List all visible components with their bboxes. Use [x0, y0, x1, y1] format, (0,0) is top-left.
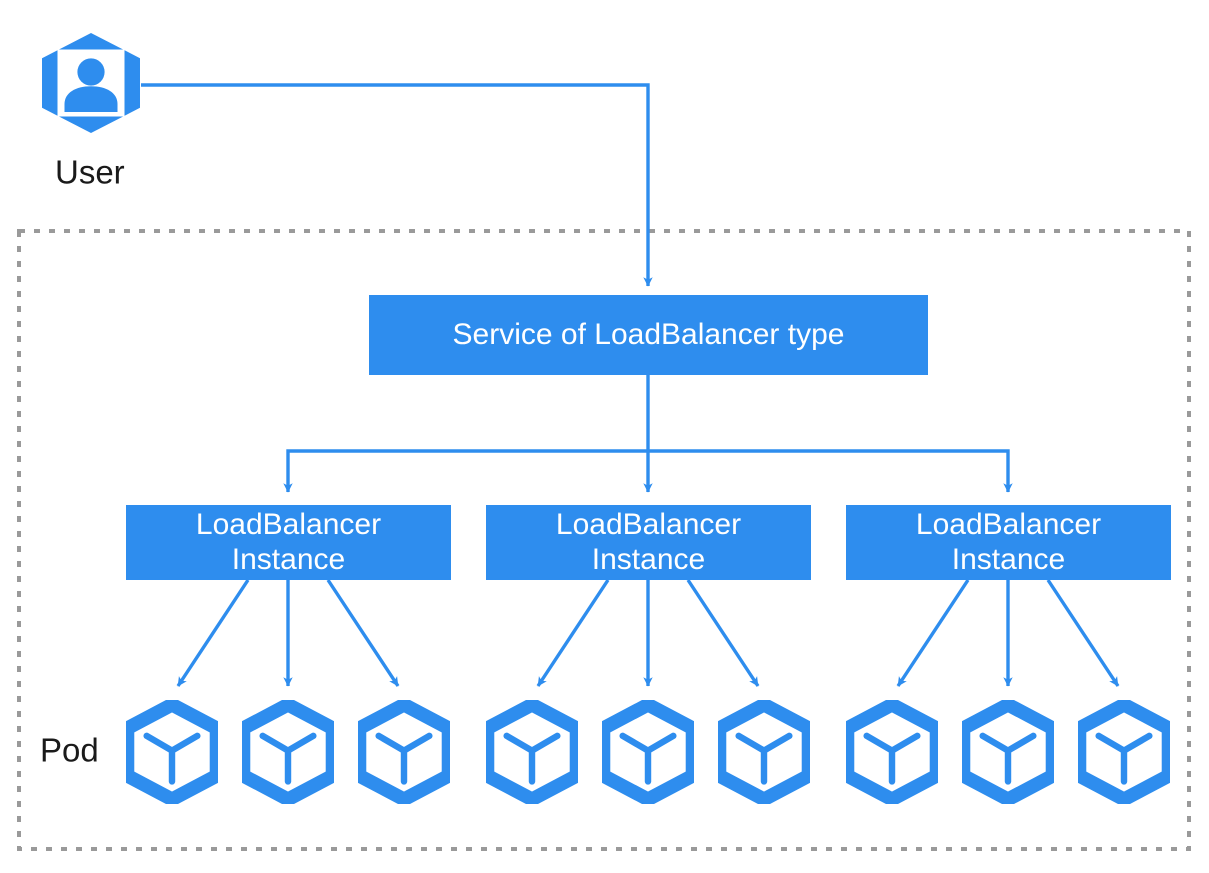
pod-icon-3[interactable] [359, 705, 448, 800]
connector-service-to-lb-3 [648, 449, 1013, 493]
connector-lb2-to-pod6 [686, 579, 760, 687]
loadbalancer-label-1-line1: LoadBalancer [196, 508, 381, 541]
connector-lb3-to-pod9 [1046, 579, 1120, 687]
loadbalancer-label-2-line1: LoadBalancer [556, 508, 741, 541]
connector-service-to-lb-1 [283, 449, 648, 493]
pod-row-label: Pod [40, 732, 99, 769]
connector-lb1-to-pod1 [176, 579, 250, 687]
pod-icon-4[interactable] [487, 705, 576, 800]
loadbalancer-label-1-line2: Instance [232, 543, 345, 576]
service-box [369, 295, 928, 375]
pod-icon-5[interactable] [603, 705, 692, 800]
service-node[interactable]: Service of LoadBalancer type [369, 295, 928, 375]
loadbalancer-node-2[interactable]: LoadBalancer Instance [486, 505, 811, 580]
connector-lb1-to-pod3 [326, 579, 400, 687]
connector-user-to-service [141, 83, 653, 287]
loadbalancer-label-3-line1: LoadBalancer [916, 508, 1101, 541]
loadbalancer-label-2-line2: Instance [592, 543, 705, 576]
pod-icon-2[interactable] [243, 705, 332, 800]
user-hexagon-icon [42, 33, 140, 133]
pod-icon-9[interactable] [1079, 705, 1168, 800]
loadbalancer-label-3-line2: Instance [952, 543, 1065, 576]
user-label: User [55, 154, 125, 191]
connector-lb3-to-pod7 [896, 579, 970, 687]
pod-icon-1[interactable] [127, 705, 216, 800]
cluster-boundary [17, 229, 1191, 851]
loadbalancer-box-1 [126, 505, 451, 580]
pod-icon-7[interactable] [847, 705, 936, 800]
connector-lb2-to-pod4 [536, 579, 610, 687]
pod-icon-8[interactable] [963, 705, 1052, 800]
loadbalancer-box-2 [486, 505, 811, 580]
pod-icon-6[interactable] [719, 705, 808, 800]
loadbalancer-node-3[interactable]: LoadBalancer Instance [846, 505, 1171, 580]
loadbalancer-node-1[interactable]: LoadBalancer Instance [126, 505, 451, 580]
user-node[interactable]: User [42, 33, 140, 191]
service-label: Service of LoadBalancer type [453, 318, 845, 351]
loadbalancer-box-3 [846, 505, 1171, 580]
